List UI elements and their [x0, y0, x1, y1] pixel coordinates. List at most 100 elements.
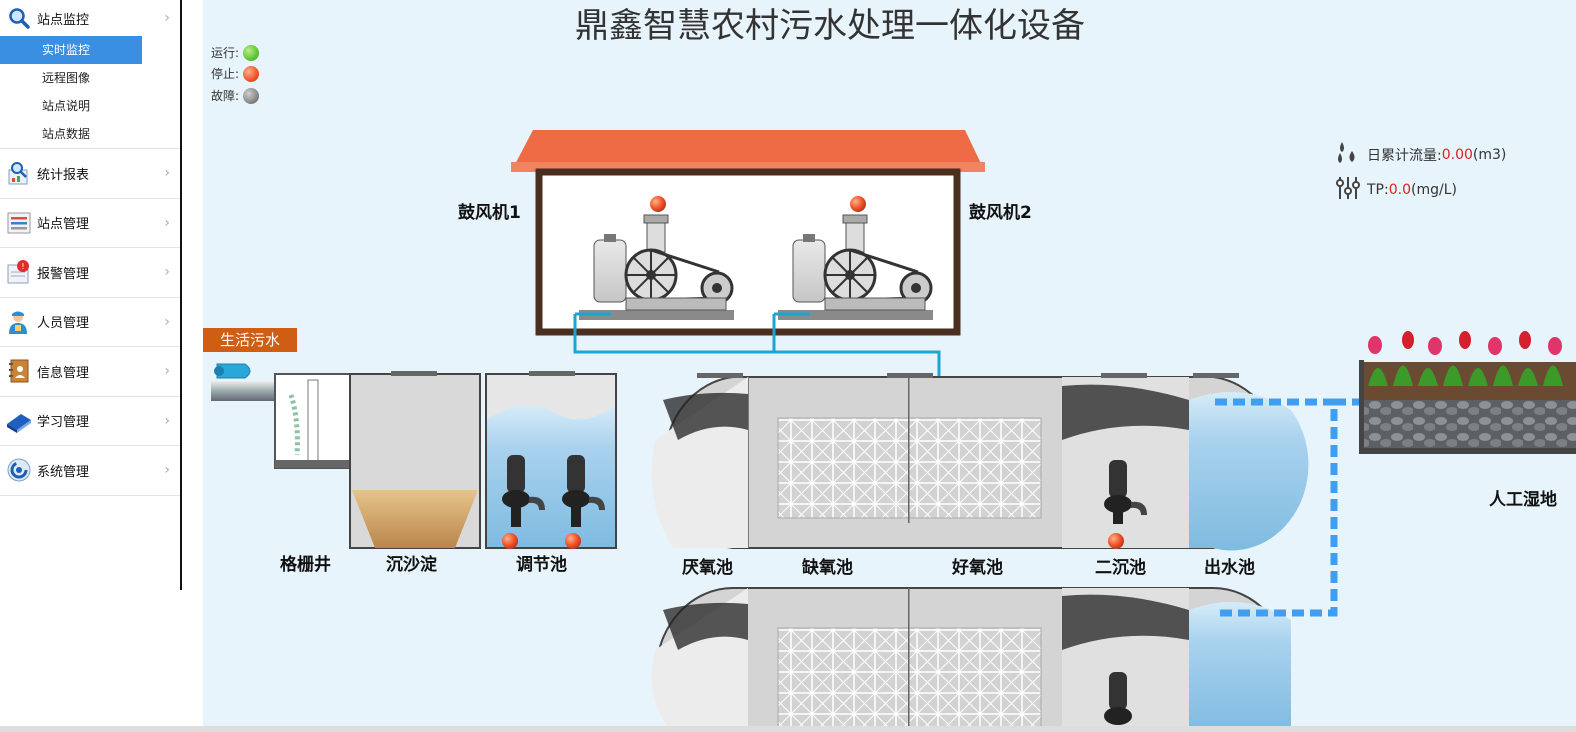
chevron-right-icon: ›: [164, 264, 170, 281]
status-fault-dot: [243, 87, 260, 104]
chevron-right-icon: ›: [164, 363, 170, 380]
blower-2[interactable]: [778, 214, 933, 320]
menu-group-alarm-management: ! 报警管理 ›: [0, 248, 180, 298]
submenu-site-monitor: 实时监控 远程图像 站点说明 站点数据: [0, 36, 180, 148]
horizontal-scrollbar[interactable]: [0, 726, 1576, 732]
page-title: 鼎鑫智慧农村污水处理一体化设备: [575, 6, 1085, 46]
svg-text:!: !: [21, 262, 24, 271]
regulating-tank: [485, 371, 617, 549]
menu-group-information: 信息管理 ›: [0, 347, 180, 397]
legend-stopped: 停止:: [211, 65, 260, 82]
person-icon: [5, 308, 33, 336]
blower-1[interactable]: [579, 214, 734, 320]
chevron-right-icon: ›: [164, 165, 170, 182]
label-sand-settling: 沉沙淀: [386, 555, 437, 575]
menu-label: 站点监控: [37, 12, 90, 28]
legend-label: 故障:: [211, 89, 240, 103]
report-icon: [5, 159, 33, 187]
menu-group-system: 系统管理 ›: [0, 446, 180, 496]
menu-label: 信息管理: [37, 365, 90, 381]
chevron-right-icon: ›: [164, 412, 170, 429]
label-anaerobic-tank: 厌氧池: [682, 558, 733, 578]
list-icon: [5, 209, 33, 237]
sliders-icon: [1335, 175, 1361, 205]
menu-site-monitor[interactable]: 站点监控 ›: [0, 0, 180, 36]
menu-alarm-management[interactable]: ! 报警管理 ›: [0, 248, 180, 297]
droplet-icon: [1335, 140, 1361, 170]
menu-group-study: 学习管理 ›: [0, 397, 180, 446]
sand-settling-tank: [349, 371, 481, 549]
metric-value: 0.0: [1388, 182, 1411, 198]
label-blower-1: 鼓风机1: [458, 203, 521, 223]
menu-system[interactable]: 系统管理 ›: [0, 446, 180, 495]
label-grille-well: 格栅井: [280, 555, 331, 575]
search-icon: [5, 4, 33, 32]
metric-tp: TP:0.0(mg/L): [1335, 175, 1457, 205]
submersible-pump-1[interactable]: [502, 455, 545, 527]
submenu-realtime-monitor[interactable]: 实时监控: [0, 36, 142, 64]
menu-label: 报警管理: [37, 266, 90, 282]
menu-label: 人员管理: [37, 316, 90, 332]
label-anoxic-tank: 缺氧池: [802, 558, 853, 578]
legend-label: 运行:: [211, 46, 240, 60]
menu-statistics[interactable]: 统计报表 ›: [0, 149, 180, 198]
metric-unit: (mg/L): [1410, 182, 1457, 198]
submenu-spacer: [0, 36, 180, 149]
menu-study[interactable]: 学习管理 ›: [0, 397, 180, 446]
grille-well: [211, 373, 351, 469]
status-running-dot: [243, 44, 260, 61]
metric-label: TP:: [1367, 182, 1389, 198]
chevron-right-icon: ›: [164, 214, 170, 231]
study-book-icon: [5, 407, 33, 435]
menu-personnel[interactable]: 人员管理 ›: [0, 298, 180, 347]
pump-1-status-stopped: [502, 533, 518, 549]
metric-label: 日累计流量:: [1367, 148, 1442, 164]
pump-3-status-stopped: [1108, 533, 1124, 549]
label-blower-2: 鼓风机2: [969, 203, 1032, 223]
chevron-right-icon: ›: [164, 462, 170, 479]
menu-group-statistics: 统计报表 ›: [0, 149, 180, 199]
legend-label: 停止:: [211, 67, 240, 81]
menu-label: 站点管理: [37, 217, 90, 233]
book-icon: [5, 357, 33, 385]
legend-fault: 故障:: [211, 87, 260, 104]
label-outlet-tank: 出水池: [1204, 558, 1255, 578]
legend-running: 运行:: [211, 44, 260, 61]
submenu-site-description[interactable]: 站点说明: [42, 99, 91, 113]
metric-unit: (m3): [1472, 147, 1507, 163]
constructed-wetland: [1359, 331, 1576, 454]
submersible-pump-3[interactable]: [1104, 460, 1147, 524]
submenu-site-data[interactable]: 站点数据: [42, 127, 91, 141]
chevron-right-icon: ›: [164, 10, 170, 26]
menu-label: 统计报表: [37, 167, 90, 183]
system-icon: [5, 456, 33, 484]
blower-1-status-stopped: [650, 196, 666, 212]
menu-group-site-management: 站点管理 ›: [0, 199, 180, 248]
pump-2-status-stopped: [565, 533, 581, 549]
menu-label: 学习管理: [37, 415, 90, 431]
label-regulating-tank: 调节池: [516, 555, 567, 575]
chevron-right-icon: ›: [164, 313, 170, 330]
menu-group-site-monitor: 站点监控 ›: [0, 0, 180, 36]
alarm-icon: !: [5, 258, 33, 286]
status-stopped-dot: [243, 65, 260, 82]
menu-group-personnel: 人员管理 ›: [0, 298, 180, 347]
metric-value: 0.00: [1441, 147, 1473, 163]
process-diagram: [211, 130, 1576, 732]
label-aerobic-tank: 好氧池: [952, 558, 1003, 578]
inflow-arrow-icon[interactable]: [214, 363, 251, 379]
sidebar: 站点监控 › 实时监控 远程图像 站点说明 站点数据 统计报表 › 站点管理 ›: [0, 0, 182, 590]
monitor-canvas: 鼎鑫智慧农村污水处理一体化设备 运行: 停止: 故障: 日累计流量:0.00(m…: [203, 0, 1576, 732]
menu-information[interactable]: 信息管理 ›: [0, 347, 180, 396]
integrated-tank-2: [651, 587, 1291, 732]
menu-site-management[interactable]: 站点管理 ›: [0, 199, 180, 248]
inflow-sewage-tag: 生活污水: [203, 328, 297, 352]
label-constructed-wetland: 人工湿地: [1489, 490, 1557, 510]
submenu-remote-image[interactable]: 远程图像: [42, 71, 91, 85]
menu-label: 系统管理: [37, 464, 90, 480]
blower-2-status-stopped: [850, 196, 866, 212]
metric-daily-flow: 日累计流量:0.00(m3): [1335, 140, 1506, 170]
integrated-tank-1: [651, 373, 1309, 551]
label-secondary-settling: 二沉池: [1095, 558, 1146, 578]
submersible-pump-2[interactable]: [562, 455, 605, 527]
